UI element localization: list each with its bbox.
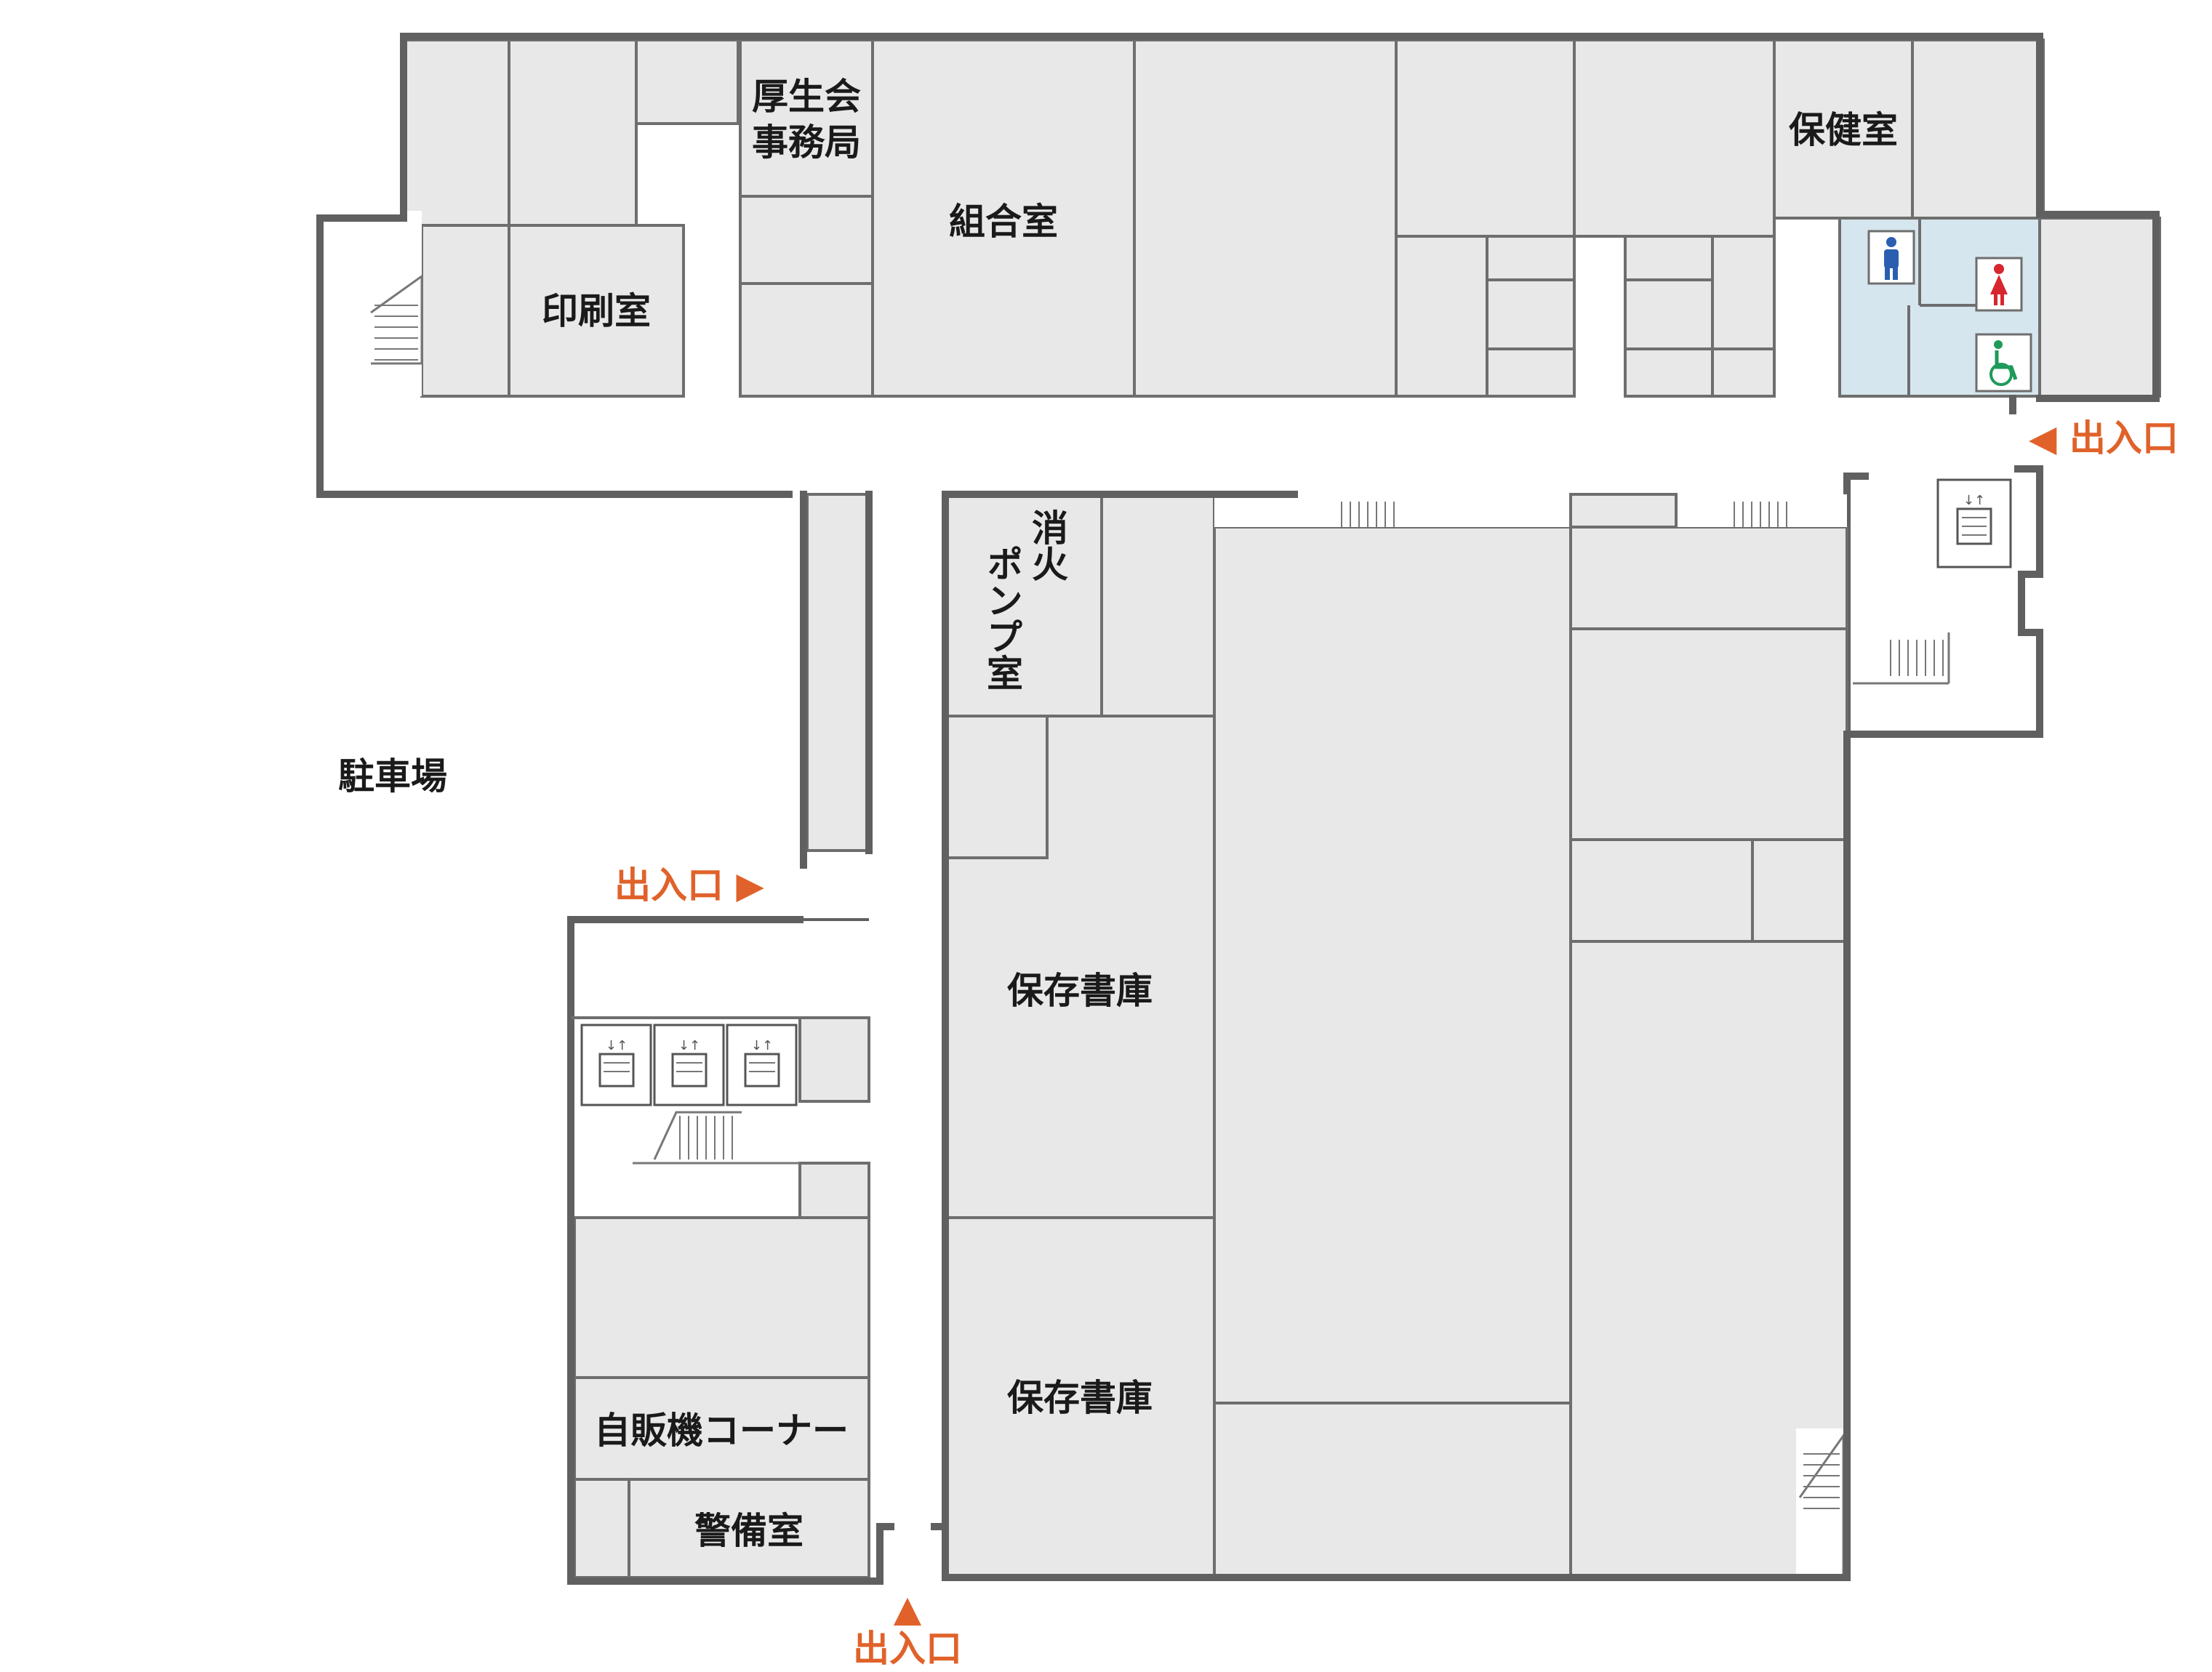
room-n-12	[1624, 278, 1714, 350]
room-ne-2	[2038, 217, 2161, 398]
woman-icon	[1975, 257, 2023, 312]
kumiai-label: 組合室	[949, 201, 1058, 243]
room-nw-1	[402, 39, 510, 227]
room-nw-3	[635, 39, 740, 125]
stairs-sw	[633, 1111, 800, 1165]
entrance-south-arrow: ▲	[894, 1588, 922, 1630]
room-n-11	[1624, 235, 1714, 281]
room-n-8	[1486, 235, 1576, 281]
sw-annex: ↓↑ ↓↑ ↓↑	[567, 916, 894, 1585]
room-n-15	[1711, 347, 1776, 398]
room-n-9	[1486, 278, 1576, 350]
room-n-6	[1573, 39, 1776, 238]
room-e-3	[1569, 627, 1848, 841]
room-e-4	[1569, 838, 1754, 943]
stairs-icon	[370, 274, 423, 365]
kouseikai-label-2: 事務局	[752, 121, 861, 164]
shoka-label-1: 消火	[1026, 509, 1068, 582]
shoka-pump-room[interactable]	[944, 493, 1103, 718]
stairs-east	[1853, 632, 1950, 685]
room-sw-1	[798, 1016, 870, 1103]
room-n-small-2	[739, 282, 874, 398]
parking-label: 駐車場	[338, 755, 447, 797]
keibi-room[interactable]	[628, 1478, 870, 1579]
room-m-2b	[944, 715, 1049, 859]
room-n-10	[1486, 347, 1576, 398]
shoka-label-2: ポンプ室	[981, 545, 1023, 691]
kumiai-room[interactable]	[871, 39, 1136, 398]
east-core: ↓↑	[1843, 465, 2043, 738]
svg-text:↓↑: ↓↑	[751, 1038, 773, 1053]
kouseikai-label-1: 厚生会	[752, 76, 861, 118]
room-wp-1	[806, 493, 870, 852]
kouseikai-room[interactable]	[739, 39, 874, 198]
room-n-5	[1395, 39, 1576, 238]
stairs-main-1	[1341, 502, 1395, 527]
elevator-sw-3[interactable]: ↓↑	[726, 1024, 798, 1106]
insatsu-label: 印刷室	[542, 290, 651, 332]
hozon2-label: 保存書庫	[1007, 1377, 1153, 1419]
entrance-south[interactable]: 出入口	[853, 1628, 962, 1670]
room-n-large	[1133, 39, 1398, 398]
hozon1-label: 保存書庫	[1007, 970, 1153, 1012]
room-e-5	[1751, 838, 1848, 943]
room-n-small-1	[739, 195, 874, 285]
room-sw-2	[798, 1162, 870, 1219]
north-wing	[316, 33, 2167, 498]
hoken-label: 保健室	[1789, 109, 1898, 151]
room-m-big	[1213, 526, 1572, 1404]
room-n-7	[1395, 235, 1488, 398]
room-m-1	[1100, 493, 1216, 718]
entrance-east[interactable]: ◀ 出入口	[2029, 417, 2179, 459]
insatsu-room[interactable]	[508, 224, 685, 398]
west-passage	[800, 491, 873, 869]
wheelchair-icon	[1975, 333, 2032, 393]
room-nw-2	[508, 39, 638, 227]
room-m-bottom	[1213, 1402, 1572, 1579]
stairs-main-2	[1734, 502, 1787, 527]
man-icon	[1867, 230, 1915, 285]
room-ne-1	[1911, 39, 2045, 220]
svg-text:↓↑: ↓↑	[1963, 493, 1985, 508]
room-nw-4	[420, 224, 510, 398]
room-sw-4	[573, 1478, 630, 1579]
elevator-sw-2[interactable]: ↓↑	[653, 1024, 725, 1106]
room-e-2	[1569, 526, 1848, 630]
main-building	[931, 491, 1851, 1581]
hoken-room[interactable]	[1773, 39, 1914, 220]
elevator-east[interactable]: ↓↑	[1936, 478, 2012, 568]
entrance-west[interactable]: 出入口 ▶	[614, 864, 764, 907]
room-n-13	[1624, 347, 1714, 398]
elevator-sw-1[interactable]: ↓↑	[580, 1024, 652, 1106]
room-n-14	[1711, 235, 1776, 350]
keibi-label: 警備室	[694, 1510, 804, 1552]
svg-text:↓↑: ↓↑	[678, 1038, 700, 1053]
room-sw-3	[573, 1216, 870, 1379]
svg-text:↓↑: ↓↑	[606, 1038, 628, 1053]
jihanki-label: 自販機コーナー	[594, 1410, 849, 1452]
